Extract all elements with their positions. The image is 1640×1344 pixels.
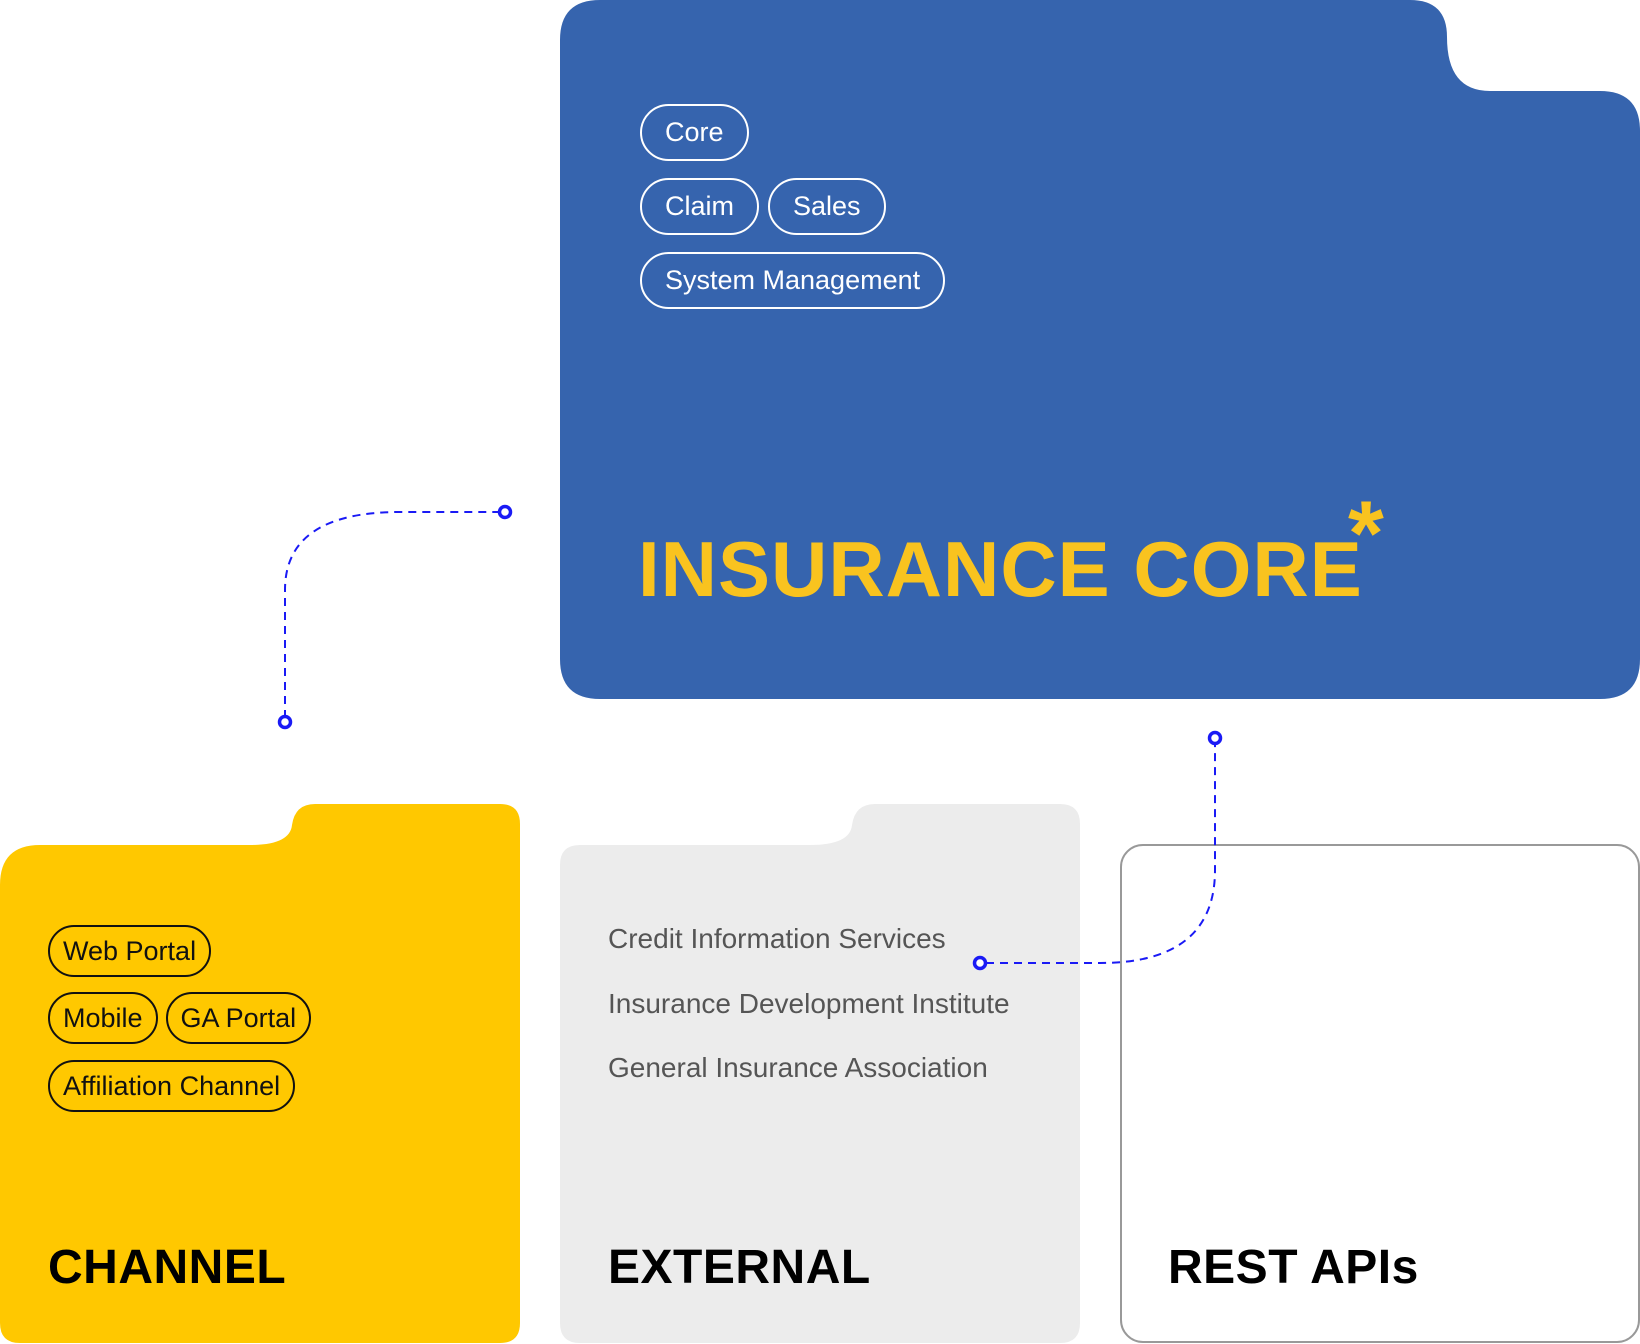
core-title: INSURANCE CORE [638, 524, 1363, 615]
rest-title: REST APIs [1168, 1241, 1419, 1294]
channel-tag[interactable]: GA Portal [165, 992, 312, 1044]
connector-endpoint [972, 955, 988, 971]
channel-title: CHANNEL [48, 1241, 287, 1294]
channel-tag-row: Web Portal [48, 925, 212, 977]
core-tag[interactable]: System Management [640, 252, 946, 309]
connector-channel-core [284, 511, 500, 718]
connector-endpoint [277, 714, 293, 730]
channel-tag[interactable]: Web Portal [48, 925, 212, 977]
core-panel [560, 0, 1640, 699]
core-tag[interactable]: Sales [768, 178, 886, 235]
asterisk-icon: * [1348, 483, 1384, 585]
core-tag-row: Core [640, 104, 749, 161]
connector-endpoint [1207, 730, 1223, 746]
core-tag[interactable]: Claim [640, 178, 760, 235]
channel-tag-row: Mobile GA Portal [48, 992, 312, 1044]
core-tag-row: System Management [640, 252, 946, 309]
external-item: Credit Information Services [608, 923, 946, 954]
connector-endpoint [497, 504, 513, 520]
connector-external-rest [986, 742, 1216, 964]
core-title-text: INSURANCE CORE [638, 525, 1363, 613]
core-tag-row: Claim Sales [640, 178, 886, 235]
core-tag[interactable]: Core [640, 104, 749, 161]
external-title: EXTERNAL [608, 1241, 871, 1294]
channel-tag[interactable]: Mobile [48, 992, 158, 1044]
external-item: Insurance Development Institute [608, 988, 1010, 1019]
external-panel [560, 804, 1080, 1343]
channel-tag-row: Affiliation Channel [48, 1060, 296, 1112]
external-item: General Insurance Association [608, 1052, 988, 1083]
channel-tag[interactable]: Affiliation Channel [48, 1060, 296, 1112]
rest-panel [1120, 844, 1640, 1343]
